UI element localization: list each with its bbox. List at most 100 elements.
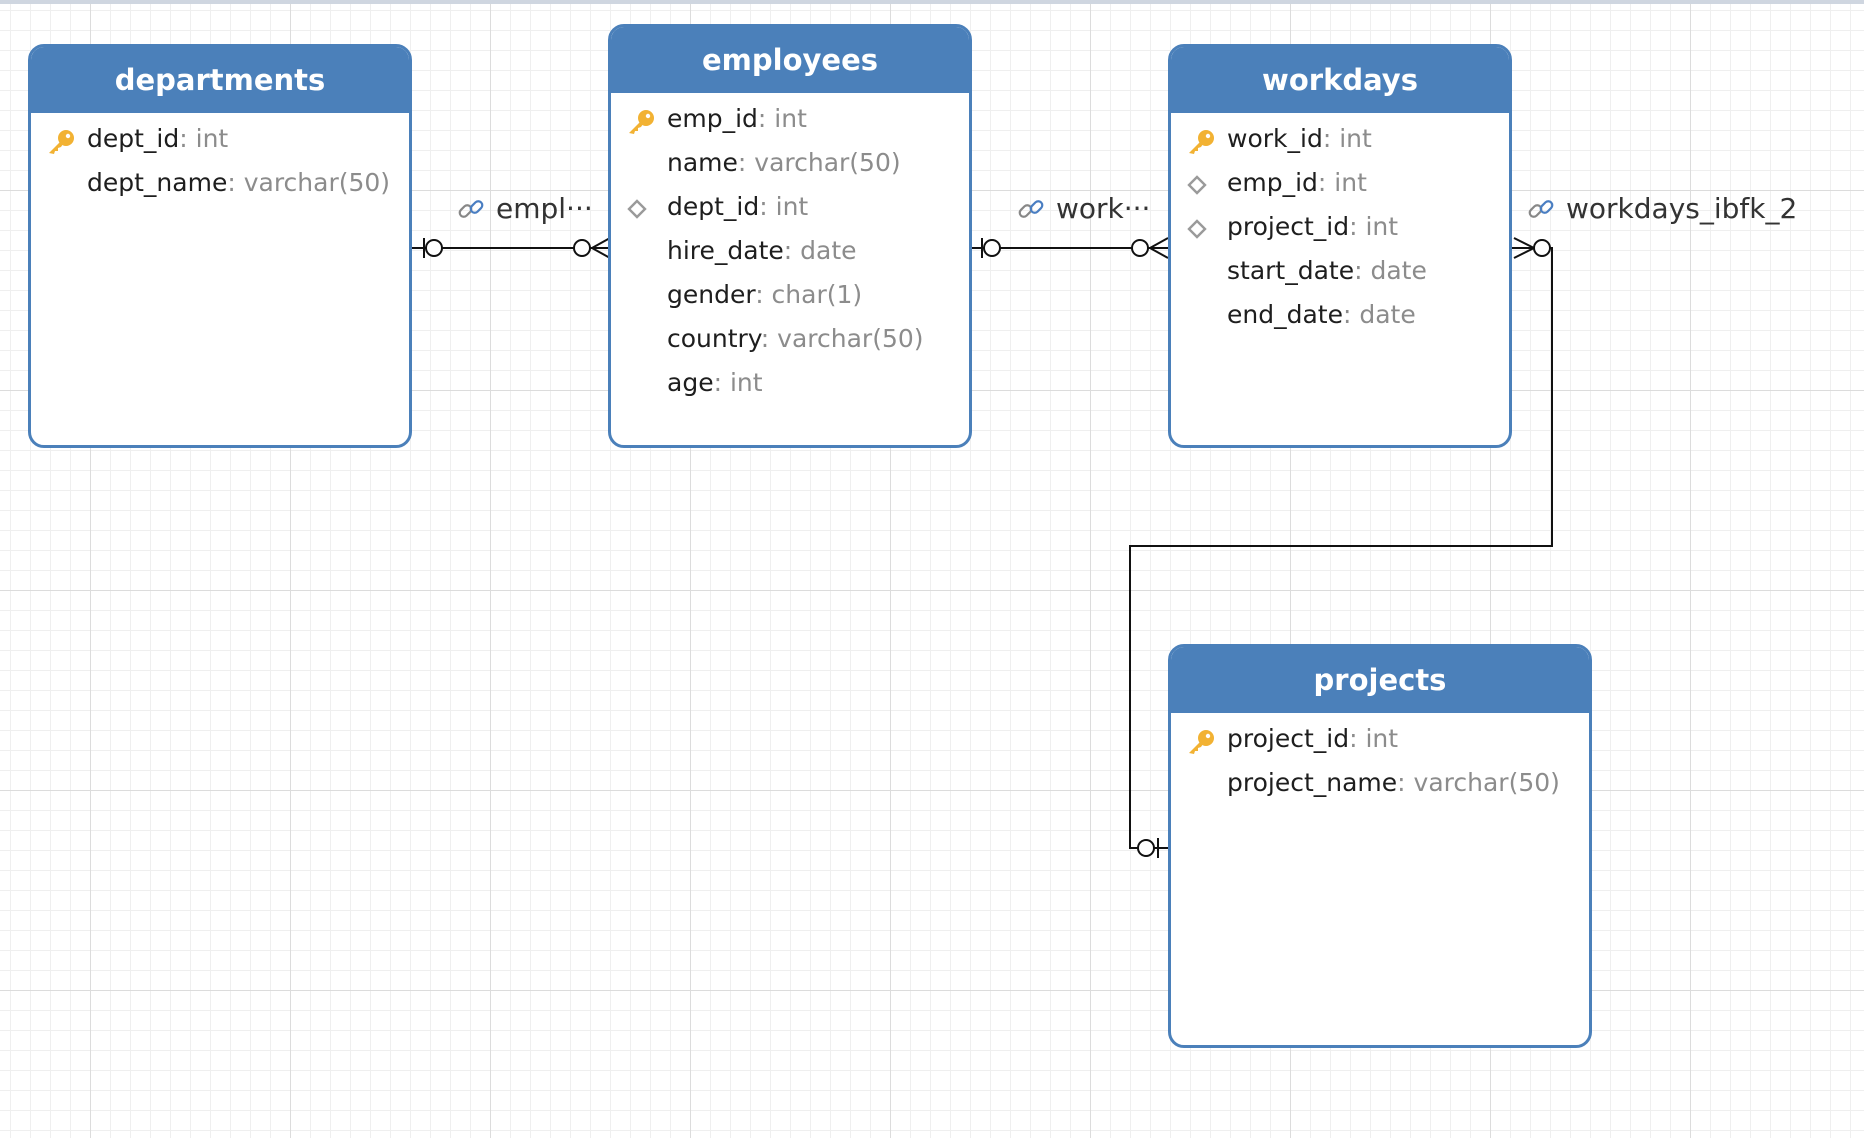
column-label: project_id: int xyxy=(1227,717,1398,761)
column-type: : date xyxy=(1342,300,1416,329)
column-type: : int xyxy=(713,368,763,397)
table-column-row[interactable]: gender: char(1) xyxy=(611,273,969,317)
column-label: dept_id: int xyxy=(667,185,808,229)
column-name: dept_id xyxy=(87,124,180,153)
column-type: : int xyxy=(1349,724,1399,753)
table-column-row[interactable]: project_id: int xyxy=(1171,717,1589,761)
key-icon xyxy=(1185,726,1217,754)
column-label: hire_date: date xyxy=(667,229,857,273)
column-type: : varchar(50) xyxy=(227,168,391,197)
column-name: start_date xyxy=(1227,256,1355,285)
column-type: : varchar(50) xyxy=(737,148,901,177)
relationship-label-employees-workdays[interactable]: work··· xyxy=(1016,189,1150,229)
link-icon xyxy=(458,200,484,218)
column-type: : date xyxy=(1354,256,1427,285)
key-icon xyxy=(45,126,77,154)
column-name: country xyxy=(667,324,761,353)
column-name: project_id xyxy=(1227,724,1350,753)
table-column-row[interactable]: emp_id: int xyxy=(1171,161,1509,205)
optional-circle-marker xyxy=(1533,239,1551,257)
column-name: work_id xyxy=(1227,124,1323,153)
crow-foot-marker xyxy=(1513,237,1535,259)
table-title: departments xyxy=(31,47,409,113)
key-icon xyxy=(625,106,657,134)
column-type: : int xyxy=(1349,212,1399,241)
foreign-key-diamond-icon xyxy=(1185,214,1217,242)
key-icon xyxy=(1185,126,1217,154)
column-name: dept_name xyxy=(87,168,228,197)
optional-circle-marker xyxy=(1131,239,1149,257)
column-name: end_date xyxy=(1227,300,1343,329)
relationship-label-workdays-projects[interactable]: workdays_ibfk_2 xyxy=(1526,189,1797,229)
table-title: projects xyxy=(1171,647,1589,713)
column-type: : date xyxy=(783,236,857,265)
optional-circle-marker xyxy=(425,239,443,257)
table-column-row[interactable]: dept_id: int xyxy=(611,185,969,229)
optional-circle-marker xyxy=(1137,839,1155,857)
optional-circle-marker xyxy=(983,239,1001,257)
column-type: : varchar(50) xyxy=(760,324,924,353)
column-name: hire_date xyxy=(667,236,784,265)
column-label: project_id: int xyxy=(1227,205,1398,249)
column-type: : int xyxy=(759,192,809,221)
column-name: age xyxy=(667,368,714,397)
table-column-row[interactable]: end_date: date xyxy=(1171,293,1509,337)
column-name: dept_id xyxy=(667,192,760,221)
column-label: gender: char(1) xyxy=(667,273,862,317)
relationship-name: work··· xyxy=(1056,192,1151,225)
link-icon xyxy=(1018,200,1044,218)
table-column-row[interactable]: project_name: varchar(50) xyxy=(1171,761,1589,805)
table-title: employees xyxy=(611,27,969,93)
column-type: : varchar(50) xyxy=(1397,768,1560,797)
table-column-row[interactable]: start_date: date xyxy=(1171,249,1509,293)
relationship-label-departments-employees[interactable]: empl··· xyxy=(456,189,593,229)
column-type: : int xyxy=(1322,124,1372,153)
column-label: dept_id: int xyxy=(87,117,228,161)
foreign-key-diamond-icon xyxy=(625,194,657,222)
crow-foot-marker xyxy=(1149,237,1169,259)
column-name: emp_id xyxy=(1227,168,1318,197)
table-column-row[interactable]: dept_id: int xyxy=(31,117,409,161)
top-edge-strip xyxy=(0,0,1864,4)
link-icon xyxy=(1528,200,1554,218)
table-column-row[interactable]: country: varchar(50) xyxy=(611,317,969,361)
column-name: project_name xyxy=(1227,768,1398,797)
column-label: emp_id: int xyxy=(1227,161,1367,205)
column-label: start_date: date xyxy=(1227,249,1427,293)
table-column-row[interactable]: age: int xyxy=(611,361,969,405)
column-name: emp_id xyxy=(667,104,758,133)
column-type: : int xyxy=(757,104,807,133)
relationship-name: workdays_ibfk_2 xyxy=(1566,192,1798,225)
column-label: project_name: varchar(50) xyxy=(1227,761,1560,805)
column-name: name xyxy=(667,148,738,177)
column-type: : int xyxy=(1317,168,1367,197)
column-label: dept_name: varchar(50) xyxy=(87,161,390,205)
column-label: name: varchar(50) xyxy=(667,141,901,185)
relationship-name: empl··· xyxy=(496,192,593,225)
table-column-row[interactable]: hire_date: date xyxy=(611,229,969,273)
table-column-row[interactable]: dept_name: varchar(50) xyxy=(31,161,409,205)
table-column-row[interactable]: emp_id: int xyxy=(611,97,969,141)
table-column-row[interactable]: work_id: int xyxy=(1171,117,1509,161)
column-label: country: varchar(50) xyxy=(667,317,924,361)
column-label: work_id: int xyxy=(1227,117,1372,161)
column-label: emp_id: int xyxy=(667,97,807,141)
column-label: age: int xyxy=(667,361,763,405)
column-label: end_date: date xyxy=(1227,293,1416,337)
table-column-row[interactable]: project_id: int xyxy=(1171,205,1509,249)
table-title: workdays xyxy=(1171,47,1509,113)
column-name: gender xyxy=(667,280,756,309)
foreign-key-diamond-icon xyxy=(1185,170,1217,198)
table-column-row[interactable]: name: varchar(50) xyxy=(611,141,969,185)
crow-foot-marker xyxy=(591,237,611,259)
optional-circle-marker xyxy=(573,239,591,257)
